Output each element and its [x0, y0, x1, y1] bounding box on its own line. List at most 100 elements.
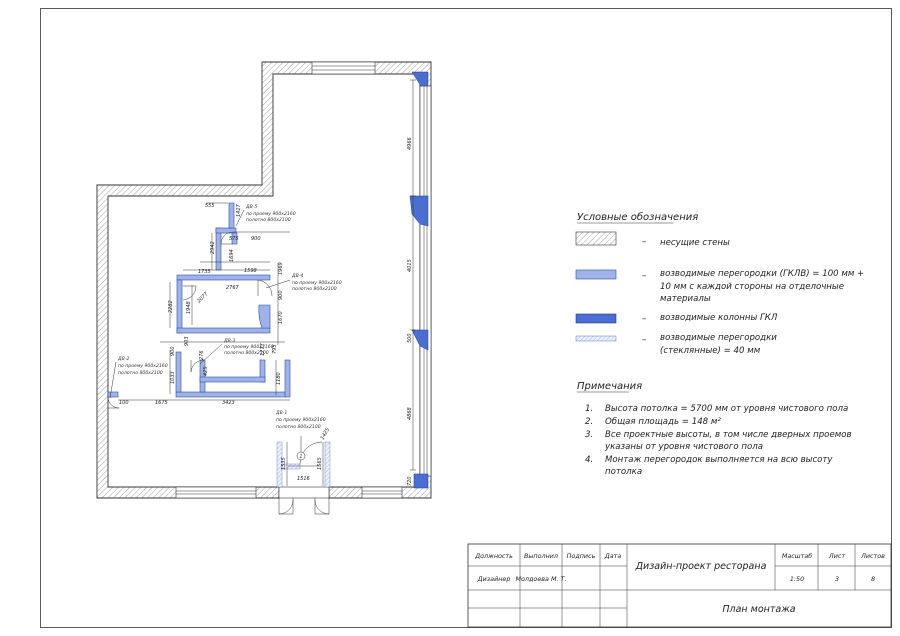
- tb-sheet-title: План монтажа: [722, 604, 795, 615]
- dimension-labels: 4966 4015 500 4868 720 1535 1565 1516 14…: [119, 137, 413, 486]
- legend-swatch-partition: [575, 269, 617, 280]
- legend-heading: Условные обозначения: [577, 211, 698, 223]
- dim-1033: 1033: [170, 371, 176, 384]
- dim-1598: 1598: [244, 268, 257, 274]
- partition-lower-end: [284, 359, 291, 398]
- tb-sheets-total: 8: [871, 575, 875, 583]
- legend-item-bearing: несущие стены: [660, 238, 730, 248]
- dim-720: 720: [407, 476, 413, 486]
- note-3: Все проектные высоты, в том числе дверны…: [605, 430, 852, 440]
- svg-text:полотно 800х2100: полотно 800х2100: [118, 370, 163, 376]
- svg-text:(стеклянные) = 40 мм: (стеклянные) = 40 мм: [660, 346, 761, 356]
- svg-text:полотно 800х2100: полотно 800х2100: [224, 350, 269, 356]
- tb-head-sheet: Лист: [828, 552, 845, 560]
- svg-text:потолка: потолка: [605, 467, 642, 477]
- dim-1948: 1948: [186, 301, 192, 314]
- dim-1969: 1969: [278, 262, 284, 275]
- svg-text:по проему 900х2160: по проему 900х2160: [292, 280, 342, 286]
- window-top: [311, 61, 376, 75]
- dim-2282: 2282: [168, 300, 174, 313]
- notes: Примечания 1. Высота потолка = 5700 мм о…: [577, 381, 852, 477]
- partition-corridor-top: [215, 227, 237, 234]
- svg-text:материалы: материалы: [660, 294, 711, 304]
- dim-900-b: 900: [251, 236, 261, 242]
- legend: Условные обозначения – несущие стены – в…: [575, 211, 864, 356]
- dim-555: 555: [205, 203, 215, 209]
- svg-text:по проему 900х2160: по проему 900х2160: [276, 417, 326, 423]
- sheet-frame: [40, 8, 892, 628]
- partition-lower: [175, 391, 287, 398]
- dim-900-c: 900: [170, 346, 176, 356]
- partition-bottom: [176, 327, 271, 334]
- partition-wc: [228, 202, 235, 229]
- column-4: [413, 473, 429, 489]
- dim-1735: 1735: [198, 269, 211, 275]
- svg-text:ДВ-2: ДВ-2: [117, 356, 129, 362]
- tb-performer: Молдоева М. Т.: [516, 575, 567, 583]
- dim-795: 795: [272, 344, 278, 354]
- window-bottom-left: [175, 486, 257, 499]
- partition-left: [176, 279, 183, 334]
- tb-position: Дизайнер: [477, 575, 511, 583]
- note-4: Монтаж перегородок выполняется на всю вы…: [605, 455, 833, 465]
- entrance-vestibule: 1: [276, 436, 331, 515]
- svg-text:полотно 800х2100: полотно 800х2100: [292, 286, 337, 292]
- partition-lower-shelf: [199, 376, 266, 383]
- partition-stub: [107, 391, 119, 398]
- dim-4015: 4015: [407, 259, 413, 272]
- svg-text:–: –: [642, 335, 646, 345]
- dim-500: 500: [407, 333, 413, 343]
- dim-425: 425: [203, 366, 209, 376]
- dim-4966: 4966: [407, 137, 413, 150]
- door-label-dv2: ДВ-2 по проему 900х2160 полотно 800х2100: [109, 356, 168, 399]
- tb-project-title: Дизайн-проект ресторана: [635, 561, 767, 572]
- svg-text:3.: 3.: [585, 430, 593, 440]
- dim-276: 276: [199, 350, 205, 360]
- dim-1694: 1694: [229, 249, 235, 262]
- dim-2942: 2942: [210, 241, 216, 254]
- dim-1425: 1425: [320, 427, 332, 441]
- svg-text:по проему 900х2160: по проему 900х2160: [118, 363, 168, 369]
- floor-plan: 1: [96, 61, 432, 515]
- svg-text:–: –: [642, 314, 646, 324]
- svg-text:ДВ-3: ДВ-3: [223, 338, 235, 344]
- svg-text:–: –: [642, 237, 646, 247]
- legend-swatch-glass: [575, 335, 617, 342]
- dim-4868: 4868: [407, 407, 413, 420]
- title-block: Должность Выполнил Подпись Дата Дизайнер…: [467, 543, 892, 628]
- dim-903: 903: [184, 336, 190, 346]
- svg-text:10 мм с каждой стороны на отде: 10 мм с каждой стороны на отделочные: [660, 282, 844, 292]
- window-bottom-right: [361, 486, 403, 499]
- legend-swatch-bearing: [575, 231, 617, 246]
- svg-text:1.: 1.: [585, 404, 593, 414]
- svg-text:1: 1: [299, 454, 302, 460]
- tb-head-scale: Масштаб: [782, 552, 812, 560]
- note-2: Общая площадь = 148 м²: [605, 417, 721, 427]
- dim-1675: 1675: [155, 400, 168, 406]
- dim-900-a: 900: [278, 290, 284, 300]
- door-label-dv5: ДВ-5 по проему 900х2160 полотно 800х2100: [235, 204, 296, 227]
- dim-2077: 2077: [196, 291, 210, 305]
- partition-curve: [258, 304, 271, 329]
- dimension-lines: [118, 79, 416, 486]
- note-1: Высота потолка = 5700 мм от уровня чисто…: [605, 404, 848, 414]
- svg-text:ДВ-5: ДВ-5: [245, 204, 257, 210]
- dim-1516: 1516: [297, 476, 310, 482]
- tb-col-performer: Выполнил: [524, 552, 558, 560]
- dim-1277: 1277: [260, 342, 266, 356]
- dim-1535: 1535: [281, 457, 287, 470]
- window-right-wall: [419, 85, 432, 477]
- door-label-dv4: ДВ-4 по проему 900х2160 полотно 800х2100: [265, 273, 342, 292]
- svg-text:полотно 800х2100: полотно 800х2100: [276, 424, 321, 430]
- legend-item-glass: возводимые перегородки: [660, 333, 777, 343]
- svg-text:по проему 900х2160: по проему 900х2160: [224, 344, 274, 350]
- svg-text:по проему 900х2160: по проему 900х2160: [246, 211, 296, 217]
- partitions: [107, 202, 291, 398]
- door-labels: ДВ-5 по проему 900х2160 полотно 800х2100…: [109, 204, 342, 430]
- svg-text:ДВ-1: ДВ-1: [275, 410, 287, 416]
- tb-col-position: Должность: [474, 552, 513, 560]
- dim-575: 575: [229, 236, 239, 242]
- tb-col-signature: Подпись: [567, 552, 596, 560]
- svg-text:–: –: [642, 271, 646, 281]
